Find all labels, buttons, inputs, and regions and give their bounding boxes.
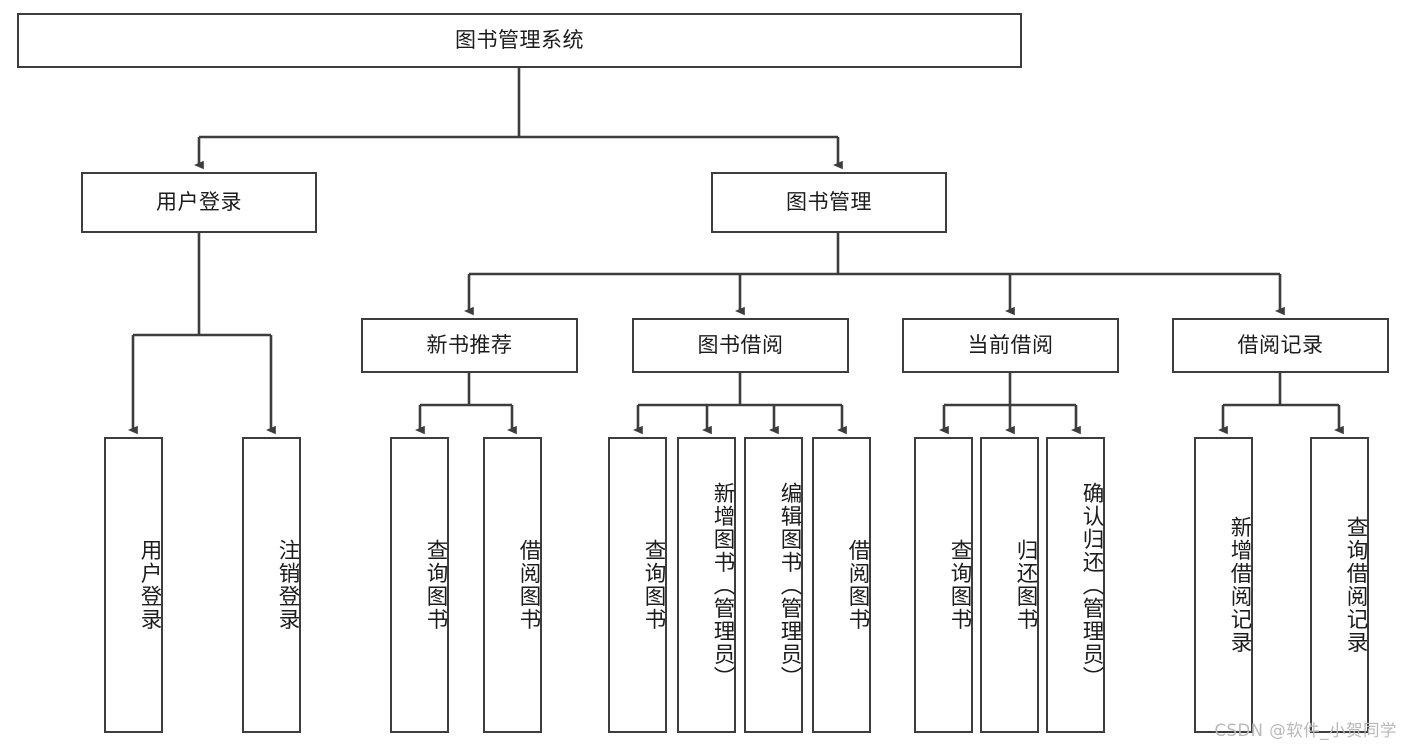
node-label: 当前借阅 [967, 332, 1054, 357]
node-label: 用户登录 [156, 189, 242, 214]
leaf-borrow-records-query-record[interactable]: 查询借阅记录 [1310, 437, 1369, 733]
leaf-new-book-borrow-book[interactable]: 借阅图书 [483, 437, 542, 733]
leaf-current-borrow-return-book[interactable]: 归还图书 [980, 437, 1039, 733]
node-borrow-records[interactable]: 借阅记录 [1172, 318, 1389, 373]
node-label: 借阅图书 [516, 539, 541, 631]
node-label: 注销登录 [275, 539, 300, 631]
node-user-login[interactable]: 用户登录 [81, 172, 317, 233]
node-book-management[interactable]: 图书管理 [711, 172, 947, 233]
node-label: 借阅记录 [1237, 332, 1324, 357]
node-label: 编辑图书（管理员） [777, 481, 802, 689]
node-label: 新增图书（管理员） [710, 481, 735, 689]
leaf-book-borrow-query-book[interactable]: 查询图书 [608, 437, 667, 733]
node-current-borrow[interactable]: 当前借阅 [902, 318, 1119, 373]
node-label: 确认归还（管理员） [1079, 481, 1104, 689]
leaf-book-borrow-add-book-admin[interactable]: 新增图书（管理员） [677, 437, 736, 733]
watermark-text: CSDN @软件_小贺同学 [1214, 721, 1397, 740]
leaf-book-borrow-edit-book-admin[interactable]: 编辑图书（管理员） [744, 437, 803, 733]
leaf-book-borrow-borrow-book[interactable]: 借阅图书 [812, 437, 871, 733]
node-label: 图书管理 [786, 189, 872, 214]
node-label: 查询图书 [423, 539, 448, 631]
leaf-user-login-login[interactable]: 用户登录 [104, 437, 163, 733]
node-label: 新书推荐 [426, 332, 513, 357]
node-label: 归还图书 [1013, 539, 1038, 631]
leaf-borrow-records-add-record[interactable]: 新增借阅记录 [1194, 437, 1253, 733]
node-label: 查询图书 [641, 539, 666, 631]
leaf-current-borrow-confirm-return-admin[interactable]: 确认归还（管理员） [1046, 437, 1105, 733]
node-label: 查询图书 [947, 539, 972, 631]
node-label: 查询借阅记录 [1343, 516, 1368, 654]
node-label: 图书管理系统 [455, 27, 584, 52]
node-new-book-recommend[interactable]: 新书推荐 [361, 318, 578, 373]
node-root-book-management-system[interactable]: 图书管理系统 [17, 13, 1022, 68]
node-label: 用户登录 [137, 539, 162, 631]
node-label: 借阅图书 [845, 539, 870, 631]
node-label: 图书借阅 [697, 332, 784, 357]
leaf-user-login-logout[interactable]: 注销登录 [242, 437, 301, 733]
node-book-borrow[interactable]: 图书借阅 [632, 318, 849, 373]
leaf-current-borrow-query-book[interactable]: 查询图书 [914, 437, 973, 733]
leaf-new-book-query-book[interactable]: 查询图书 [390, 437, 449, 733]
node-label: 新增借阅记录 [1227, 516, 1252, 654]
